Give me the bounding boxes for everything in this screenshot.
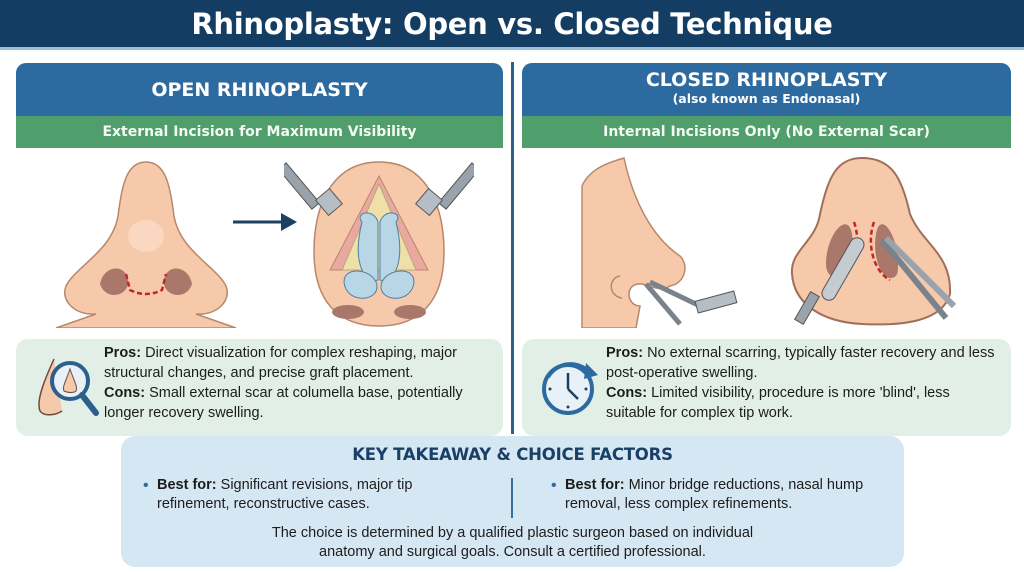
open-cons-label: Cons:	[104, 385, 146, 401]
nose-magnifier-icon	[38, 358, 99, 416]
closed-pros-text: No external scarring, typically faster r…	[606, 345, 995, 381]
takeaway-closed-text: Minor bridge reductions, nasal hump remo…	[565, 477, 864, 512]
open-nose-retractors-icon	[284, 161, 474, 327]
closed-pros-cons-text: Pros: No external scarring, typically fa…	[606, 343, 1003, 423]
closed-pros: Pros: No external scarring, typically fa…	[606, 343, 1003, 383]
open-subheading: External Incision for Maximum Visibility	[16, 116, 503, 148]
open-pros-label: Pros:	[104, 345, 142, 361]
takeaway-closed-label: Best for:	[565, 477, 625, 493]
closed-heading-note: (also known as Endonasal)	[672, 91, 861, 106]
closed-heading-text: CLOSED RHINOPLASTY	[645, 69, 888, 91]
clock-recovery-icon	[542, 362, 598, 415]
closed-pros-cons: Pros: No external scarring, typically fa…	[522, 339, 1011, 436]
takeaway-open-text-wrap: Best for: Significant revisions, major t…	[143, 476, 443, 514]
closed-heading: CLOSED RHINOPLASTY (also known as Endona…	[522, 63, 1011, 116]
closed-pros-label: Pros:	[606, 345, 644, 361]
open-pros-text: Direct visualization for complex reshapi…	[104, 345, 457, 381]
nose-side-instruments-icon	[581, 157, 738, 328]
bullet-icon: •	[143, 477, 149, 494]
takeaway-divider	[511, 478, 513, 518]
takeaway-open-best-for: • Best for: Significant revisions, major…	[143, 476, 443, 514]
takeaway-footer: The choice is determined by a qualified …	[271, 525, 754, 560]
key-takeaway-box: KEY TAKEAWAY & CHOICE FACTORS • Best for…	[121, 436, 904, 567]
takeaway-heading: KEY TAKEAWAY & CHOICE FACTORS	[352, 445, 673, 464]
nose-base-incisions-icon	[790, 156, 957, 326]
closed-subheading: Internal Incisions Only (No External Sca…	[522, 116, 1011, 148]
open-pros-cons: Pros: Direct visualization for complex r…	[16, 339, 503, 436]
title-bar: Rhinoplasty: Open vs. Closed Technique	[0, 0, 1024, 50]
open-pros: Pros: Direct visualization for complex r…	[104, 343, 495, 383]
open-heading-text: OPEN RHINOPLASTY	[151, 78, 368, 101]
open-heading: OPEN RHINOPLASTY	[16, 63, 503, 116]
closed-cons-text: Limited visibility, procedure is more 'b…	[606, 385, 950, 421]
open-rhinoplasty-panel: OPEN RHINOPLASTY External Incision for M…	[16, 63, 503, 436]
bullet-icon: •	[551, 477, 557, 494]
open-cons: Cons: Small external scar at columella b…	[104, 383, 495, 423]
takeaway-closed-best-for: • Best for: Minor bridge reductions, nas…	[551, 476, 881, 514]
closed-rhinoplasty-panel: CLOSED RHINOPLASTY (also known as Endona…	[522, 63, 1011, 436]
page-title: Rhinoplasty: Open vs. Closed Technique	[191, 6, 833, 41]
closed-cons: Cons: Limited visibility, procedure is m…	[606, 383, 1003, 423]
nose-front-incision-icon	[55, 161, 237, 328]
center-divider	[511, 62, 514, 434]
closed-cons-label: Cons:	[606, 385, 648, 401]
open-illustrations	[16, 148, 503, 336]
arrow-right-icon	[233, 213, 297, 231]
takeaway-open-label: Best for:	[157, 477, 217, 493]
takeaway-closed-text-wrap: Best for: Minor bridge reductions, nasal…	[551, 476, 881, 514]
closed-illustrations	[522, 148, 1011, 336]
takeaway-open-text: Significant revisions, major tip refinem…	[157, 477, 413, 512]
open-pros-cons-text: Pros: Direct visualization for complex r…	[104, 343, 495, 423]
open-cons-text: Small external scar at columella base, p…	[104, 385, 463, 421]
